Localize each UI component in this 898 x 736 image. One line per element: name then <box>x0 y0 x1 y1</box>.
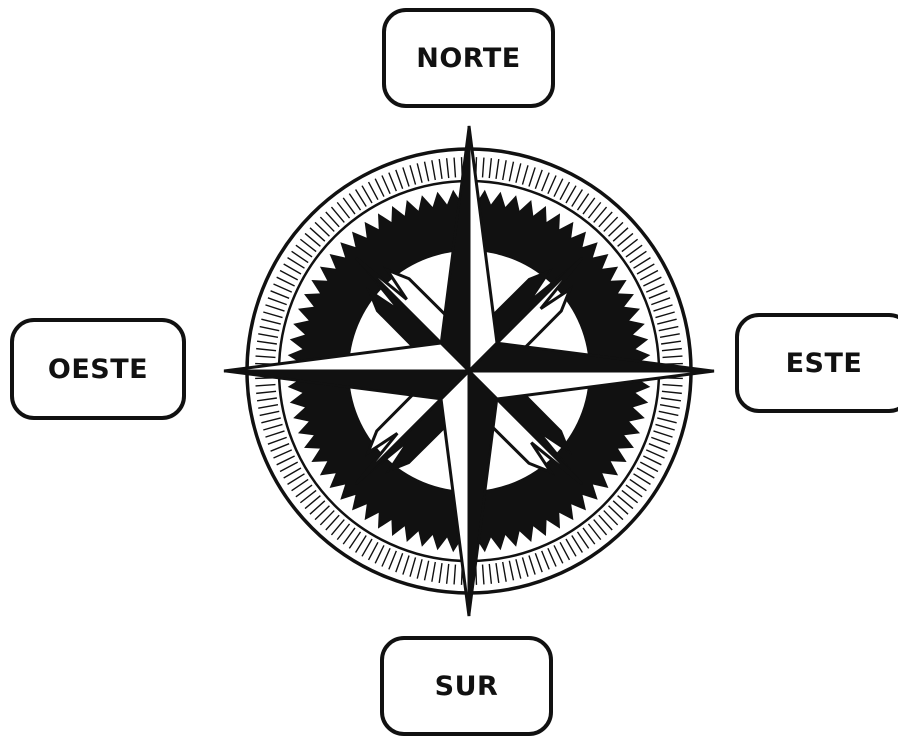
north-label: NORTE <box>382 8 555 108</box>
south-label: SUR <box>380 636 553 736</box>
east-label: ESTE <box>735 313 898 413</box>
west-label: OESTE <box>10 318 186 420</box>
compass-cardinal-star <box>224 126 714 616</box>
